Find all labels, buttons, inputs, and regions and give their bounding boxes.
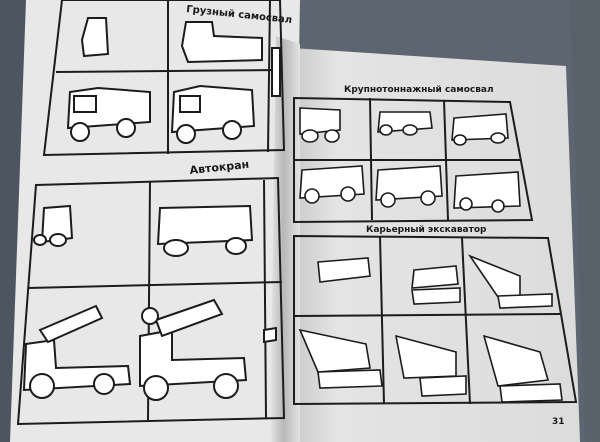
- dump-truck-drawing: [66, 84, 256, 144]
- heavy-dump-truck-drawing: [299, 107, 521, 213]
- page-number: 31: [552, 417, 565, 427]
- heavy-dump-truck-panel: [293, 96, 534, 224]
- book-gutter: [270, 36, 300, 442]
- crane-truck-drawing: [22, 204, 277, 401]
- background: [0, 0, 28, 442]
- dump-truck-panel: [42, 0, 286, 157]
- excavator-drawing: [298, 254, 563, 403]
- truck-cab-drawing: [80, 17, 281, 97]
- background-right: [570, 0, 600, 442]
- crane-truck-title: Автокран: [189, 158, 250, 177]
- excavator-panel: [293, 234, 578, 406]
- heavy-dump-truck-title: Крупнотоннажный самосвал: [344, 85, 494, 95]
- excavator-title: Карьерный экскаватор: [366, 225, 487, 235]
